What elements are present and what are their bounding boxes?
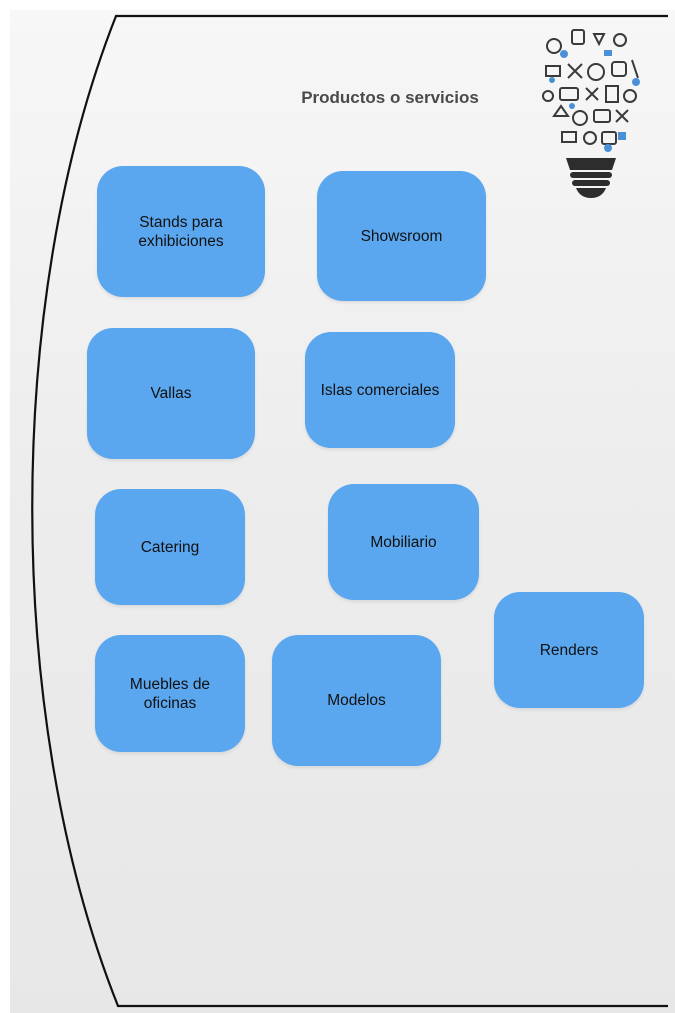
box-vallas: Vallas (87, 328, 255, 459)
box-label: Vallas (150, 385, 192, 402)
box-islas: Islas comerciales (305, 332, 455, 448)
diagram-title: Productos o servicios (301, 88, 479, 107)
box-stands: Stands para exhibiciones (97, 166, 265, 297)
box-muebles: Muebles de oficinas (95, 635, 245, 752)
box-modelos: Modelos (272, 635, 441, 766)
box-label: Islas comerciales (320, 381, 440, 399)
box-showsroom: Showsroom (317, 171, 486, 301)
box-label: Muebles de oficinas (129, 675, 211, 712)
box-catering: Catering (95, 489, 245, 605)
box-label: Mobiliario (370, 533, 437, 551)
box-label: Modelos (327, 692, 386, 709)
box-label: Renders (539, 641, 599, 659)
box-label: Catering (140, 538, 200, 556)
box-mobiliario: Mobiliario (328, 484, 479, 600)
box-label: Showsroom (360, 227, 443, 245)
box-label: Stands para exhibiciones (138, 213, 224, 250)
lightbulb-icon (542, 29, 640, 198)
box-renders: Renders (494, 592, 644, 708)
